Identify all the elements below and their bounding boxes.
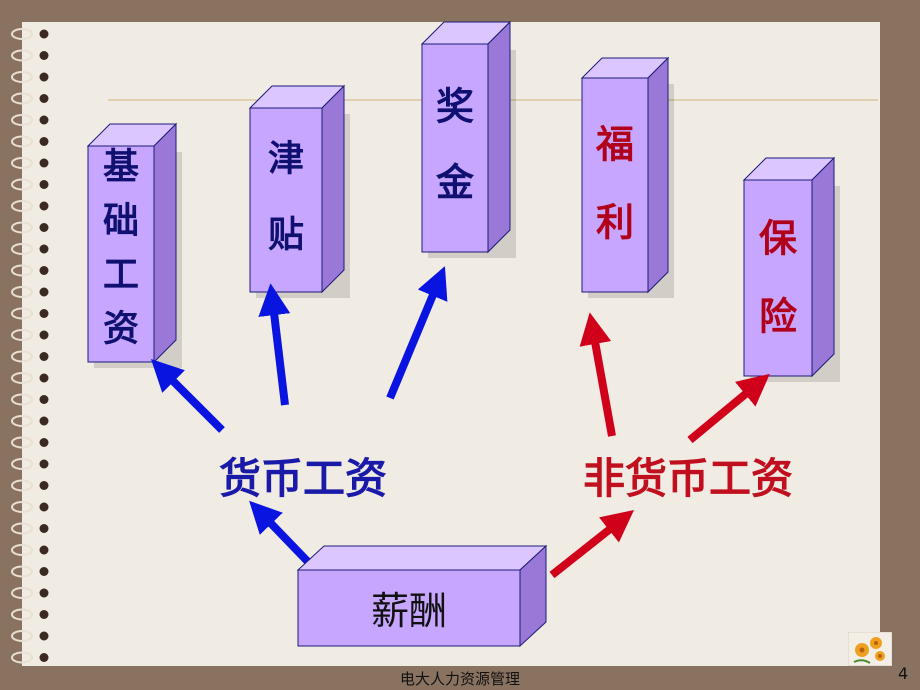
footer-text: 电大人力资源管理 (399, 670, 520, 688)
arrow-to-allowance (258, 283, 291, 406)
allowance-label-char: 津 (268, 139, 304, 180)
arrow-to-non-monetary (549, 510, 635, 579)
binding-hole (39, 416, 49, 426)
binding-ring (11, 458, 33, 470)
allowance-box: 津贴 (248, 84, 350, 298)
binding-hole (39, 137, 49, 146)
insurance-box: 保险 (742, 156, 840, 382)
binding-ring (11, 264, 33, 277)
bonus-box: 奖金 (420, 20, 516, 258)
binding-hole (39, 309, 49, 318)
binding-ring (11, 393, 33, 406)
binding-hole (39, 244, 49, 254)
binding-ring (11, 28, 33, 40)
binding-hole (39, 631, 49, 641)
basic-salary-label-char: 工 (103, 255, 139, 296)
bonus-label-char: 金 (435, 160, 475, 204)
binding-hole (39, 459, 49, 469)
binding-hole (39, 180, 49, 189)
basic-salary-label-char: 资 (103, 309, 139, 350)
binding-ring (11, 114, 33, 126)
binding-ring (11, 479, 33, 492)
binding-ring (11, 135, 33, 148)
binding-ring (11, 157, 33, 169)
binding-ring (11, 630, 33, 642)
binding-hole (39, 287, 49, 297)
binding-hole (39, 588, 49, 598)
binding-hole (39, 158, 49, 168)
binding-ring (11, 307, 33, 320)
binding-hole (39, 373, 49, 383)
arrow-to-welfare (579, 312, 616, 437)
basic-salary-label-char: 基 (103, 147, 139, 188)
bonus-label-char: 奖 (436, 84, 474, 128)
binding-hole (39, 94, 49, 103)
binding-hole (39, 72, 49, 82)
binding-ring (11, 415, 33, 427)
non-monetary-label: 非货币工资 (583, 454, 793, 503)
binding-ring (11, 608, 33, 621)
binding-hole (39, 438, 49, 447)
binding-hole (39, 266, 49, 275)
binding-ring (11, 286, 33, 298)
arrow-to-insurance (687, 373, 770, 444)
binding-hole (39, 545, 49, 555)
binding-ring (11, 565, 33, 578)
binding-ring (11, 71, 33, 83)
binding-hole (39, 481, 49, 490)
binding-hole (39, 567, 49, 576)
root-box: 薪酬 (296, 544, 548, 648)
binding-ring (11, 329, 33, 341)
binding-ring (11, 243, 33, 255)
arrow-to-basic-salary (150, 358, 225, 433)
binding-hole (39, 653, 49, 662)
binding-ring (11, 651, 33, 664)
binding-hole (39, 352, 49, 361)
welfare-box: 福利 (580, 56, 674, 298)
binding-hole (39, 610, 49, 619)
flower-icon (847, 631, 893, 667)
binding-ring (11, 501, 33, 513)
binding-hole (39, 223, 49, 232)
arrow-to-monetary (249, 500, 315, 569)
binding-ring (11, 200, 33, 212)
binding-ring (11, 92, 33, 105)
binding-hole (39, 201, 49, 211)
insurance-label-char: 险 (759, 294, 798, 338)
binding-ring (11, 544, 33, 556)
binding-hole (39, 330, 49, 340)
binding-ring (11, 587, 33, 599)
binding-hole (39, 395, 49, 404)
binding-ring (11, 49, 33, 62)
binding-hole (39, 29, 49, 39)
welfare-label-char: 利 (596, 200, 634, 244)
monetary-label: 货币工资 (219, 454, 387, 503)
binding-hole (39, 51, 49, 60)
binding-hole (39, 115, 49, 125)
binding-ring (11, 372, 33, 384)
allowance-label-char: 贴 (268, 215, 304, 256)
binding-ring (11, 221, 33, 234)
root-label: 薪酬 (371, 589, 447, 633)
binding-hole (39, 502, 49, 512)
welfare-label-char: 福 (595, 122, 634, 166)
arrow-to-bonus (386, 266, 448, 400)
page-number: 4 (898, 664, 909, 683)
spiral-binding (11, 28, 49, 664)
insurance-label-char: 保 (759, 216, 798, 260)
binding-ring (11, 178, 33, 191)
binding-ring (11, 350, 33, 363)
binding-ring (11, 436, 33, 449)
binding-ring (11, 522, 33, 535)
basic-salary-label-char: 础 (103, 201, 139, 242)
binding-hole (39, 524, 49, 533)
